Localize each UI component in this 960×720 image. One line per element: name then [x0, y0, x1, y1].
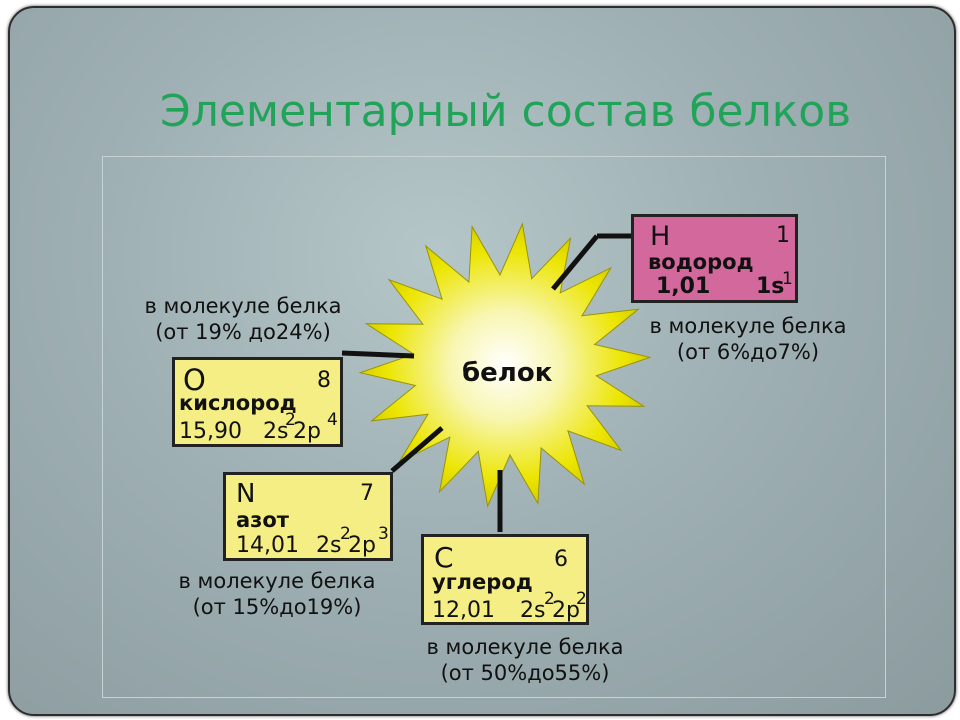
electron-config-p-superscript: 4 — [327, 410, 338, 430]
element-card-carbon: C 6 углерод 12,01 2s 2 2p 2 — [421, 534, 589, 625]
note-line: (от 15%до19%) — [192, 595, 362, 619]
connector-hydrogen — [551, 234, 599, 291]
note-hydrogen: в молекуле белка (от 6%до7%) — [628, 313, 868, 365]
element-card-nitrogen: N 7 азот 14,01 2s 2 2p 3 — [223, 472, 393, 561]
atomic-mass: 15,90 — [179, 419, 242, 444]
element-card-oxygen: O 8 кислород 15,90 2s 2 2p 4 — [172, 357, 343, 447]
electron-config-s: 2s — [263, 419, 289, 444]
connector-oxygen — [341, 350, 415, 359]
element-symbol: H — [650, 221, 671, 252]
atomic-number: 1 — [776, 223, 790, 248]
slide-title: Элементарный состав белков — [160, 86, 852, 137]
electron-config-p: 2p — [348, 533, 376, 558]
atomic-number: 8 — [317, 368, 331, 393]
element-symbol: O — [183, 363, 206, 397]
content-frame — [102, 156, 886, 698]
electron-config-p-superscript: 2 — [576, 589, 587, 609]
note-carbon: в молекуле белка (от 50%до55%) — [400, 634, 650, 686]
electron-config-s: 2s — [316, 533, 342, 558]
atomic-mass: 12,01 — [432, 598, 495, 623]
note-nitrogen: в молекуле белка (от 15%до19%) — [152, 568, 402, 620]
electron-config-superscript: 1 — [782, 269, 793, 289]
note-line: (от 6%до7%) — [676, 340, 820, 364]
atomic-number: 7 — [360, 481, 374, 506]
electron-config-s-superscript: 2 — [544, 589, 555, 609]
note-line: в молекуле белка — [426, 635, 624, 659]
note-line: (от 19% до24%) — [155, 320, 331, 344]
electron-config-s: 2s — [520, 598, 546, 623]
element-symbol: C — [434, 541, 454, 574]
connector-nitrogen — [390, 426, 444, 473]
atomic-mass: 1,01 — [656, 274, 711, 299]
electron-config-p: 2p — [293, 419, 321, 444]
element-name: кислород — [179, 391, 297, 415]
electron-config: 1s — [756, 274, 785, 299]
electron-config-s-superscript: 2 — [285, 410, 296, 430]
element-name: углерод — [432, 570, 533, 594]
atomic-number: 6 — [554, 547, 568, 572]
element-name: водород — [648, 250, 754, 274]
atomic-mass: 14,01 — [236, 533, 299, 558]
note-line: в молекуле белка — [649, 314, 847, 338]
electron-config-p: 2p — [552, 598, 580, 623]
note-oxygen: в молекуле белка (от 19% до24%) — [118, 293, 368, 345]
note-line: (от 50%до55%) — [440, 661, 610, 685]
electron-config-p-superscript: 3 — [378, 524, 389, 544]
electron-config-s-superscript: 2 — [340, 524, 351, 544]
element-name: азот — [236, 508, 289, 532]
note-line: в молекуле белка — [144, 294, 342, 318]
center-label: белок — [462, 358, 553, 388]
element-symbol: N — [236, 479, 256, 509]
element-card-hydrogen: H 1 водород 1,01 1s 1 — [631, 214, 798, 303]
note-line: в молекуле белка — [178, 569, 376, 593]
